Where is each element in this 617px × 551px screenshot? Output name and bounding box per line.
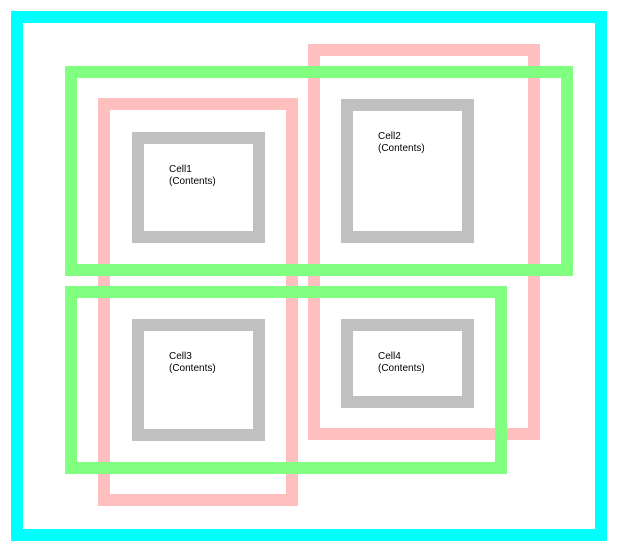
cell-2-frame [341, 99, 474, 243]
row-frame-bottom [65, 286, 507, 474]
cell-4-name: Cell4 [378, 351, 401, 362]
cell-4-label: Cell4 (Contents) [378, 351, 425, 375]
cell-1-frame [132, 132, 265, 243]
cell-3-contents: (Contents) [169, 363, 216, 374]
cell-3-label: Cell3 (Contents) [169, 351, 216, 375]
column-frame-left [98, 98, 298, 506]
cell-3-frame [132, 319, 265, 441]
cell-1-label: Cell1 (Contents) [169, 164, 216, 188]
column-frame-right [308, 44, 540, 440]
outer-table-frame [11, 11, 607, 541]
cell-2-label: Cell2 (Contents) [378, 131, 425, 155]
cell-3-name: Cell3 [169, 351, 192, 362]
cell-4-frame [341, 319, 474, 408]
cell-1-contents: (Contents) [169, 176, 216, 187]
cell-4-contents: (Contents) [378, 363, 425, 374]
cell-1-name: Cell1 [169, 164, 192, 175]
cell-2-contents: (Contents) [378, 143, 425, 154]
row-frame-top [65, 66, 573, 276]
cell-2-name: Cell2 [378, 131, 401, 142]
